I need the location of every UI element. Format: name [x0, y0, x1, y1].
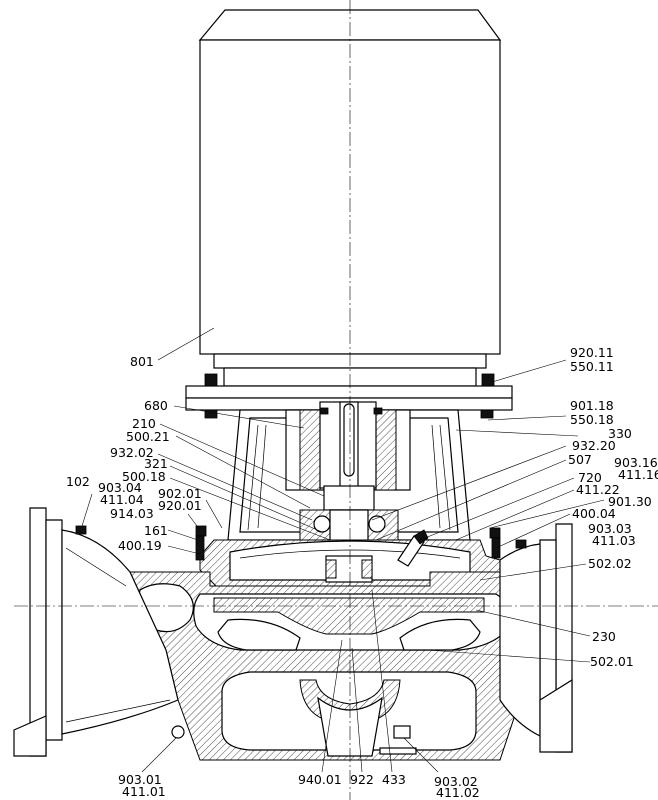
vent-valve	[397, 529, 429, 567]
label-400-04: 400.04	[572, 506, 616, 521]
leader-lines	[81, 327, 605, 773]
label-940-01: 940.01	[298, 772, 342, 787]
label-920-11: 920.11	[570, 345, 614, 360]
label-411-01: 411.01	[122, 784, 166, 799]
label-507: 507	[568, 452, 592, 467]
label-932-02: 932.02	[110, 445, 154, 460]
label-411-03: 411.03	[592, 533, 636, 548]
coupling	[285, 401, 411, 497]
mechanical-seal	[325, 555, 373, 583]
label-550-11: 550.11	[570, 359, 614, 374]
label-330: 330	[608, 426, 632, 441]
label-502-01: 502.01	[590, 654, 634, 669]
suction-flange	[13, 507, 179, 757]
label-903-02: 903.02	[434, 774, 478, 789]
label-901-18: 901.18	[570, 398, 614, 413]
pump-casing	[122, 571, 531, 761]
label-801: 801	[130, 354, 154, 369]
label-500-18: 500.18	[122, 469, 166, 484]
label-920-01: 920.01	[158, 498, 202, 513]
label-411-16: 411.16	[618, 467, 658, 482]
label-903-04: 903.04	[98, 480, 142, 495]
label-230: 230	[592, 629, 616, 644]
label-903-16: 903.16	[614, 455, 658, 470]
label-411-02: 411.02	[436, 785, 480, 800]
label-902-01: 902.01	[158, 486, 202, 501]
fasteners	[75, 525, 527, 755]
label-903-01: 903.01	[118, 772, 162, 787]
label-411-22: 411.22	[576, 482, 620, 497]
label-932-20: 932.20	[572, 438, 616, 453]
label-550-18-upper: 550.18	[570, 412, 614, 427]
part-labels: 801 920.11 550.11 680 901.18 550.18 210 …	[66, 345, 658, 800]
label-500-21: 500.21	[126, 429, 170, 444]
discharge-flange	[499, 523, 573, 753]
label-903-03: 903.03	[588, 521, 632, 536]
label-210: 210	[132, 416, 156, 431]
label-102: 102	[66, 474, 90, 489]
label-433: 433	[382, 772, 406, 787]
centerlines	[14, 0, 658, 800]
label-720: 720	[578, 470, 602, 485]
label-502-02: 502.02	[588, 556, 632, 571]
label-321: 321	[144, 456, 168, 471]
label-680: 680	[144, 398, 168, 413]
label-161: 161	[144, 523, 168, 538]
label-411-04: 411.04	[100, 492, 144, 507]
label-901-30: 901.30	[608, 494, 652, 509]
label-400-19: 400.19	[118, 538, 162, 553]
label-914-03: 914.03	[110, 506, 154, 521]
label-922: 922	[350, 772, 374, 787]
